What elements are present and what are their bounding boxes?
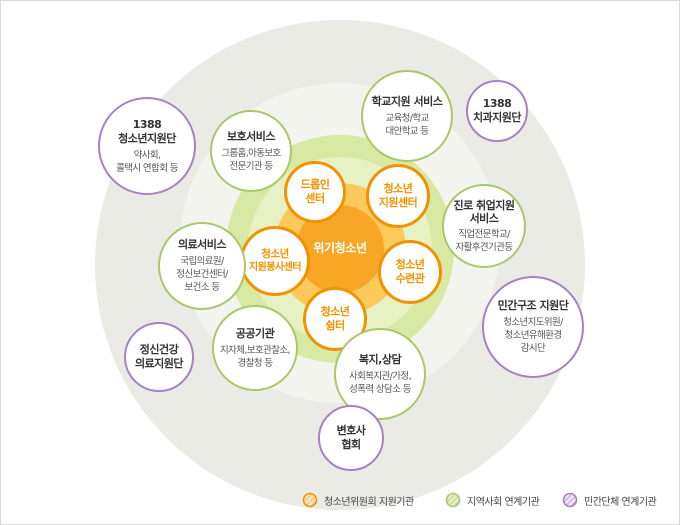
public-institutions-node[interactable]: 공공기관 지자체,보호관찰소, 경찰청 등 [212,305,298,391]
private-rescue-support-team-desc3: 감시단 [520,343,546,354]
medical-services-desc3: 보건소 등 [184,282,221,293]
legend-swatch-purple [562,492,578,508]
1388-dental-support-team-node[interactable]: 1388 치과지원단 [466,80,528,142]
protection-services-desc2: 전문기관 등 [229,160,273,172]
dream-center-node[interactable]: 드롭인 센터 [284,161,346,223]
youth-support-center-line1: 청소년 [383,182,413,195]
legend-label-community-link: 지역사회 연계기관 [467,496,540,508]
career-employment-services-title: 진로 취업지원 서비스 [453,198,515,225]
school-support-services-title: 학교지원 서비스 [371,94,443,108]
public-institutions-desc2: 경찰청 등 [237,357,274,369]
1388-dental-support-team-title1: 1388 [482,97,512,110]
protection-services-node[interactable]: 보호서비스 그룹홈,아동보호 전문기관 등 [210,110,292,192]
school-support-services-desc1: 교육청/학교 [385,112,429,124]
youth-counseling-welfare-center-line1: 청소년 [261,248,289,260]
1388-youth-support-team-desc2: 콜택시 연합회 등 [116,162,178,174]
youth-shelter-node[interactable]: 청소년 쉼터 [303,287,367,351]
private-rescue-support-team-node[interactable]: 민간구조 지원단 청소년지도위원/ 청소년유해환경 감시단 [482,276,584,378]
private-rescue-support-team-desc2: 청소년유해환경 [504,330,563,341]
youth-counseling-welfare-center-node[interactable]: 청소년 지원봉사센터 [240,226,310,296]
legend-swatch-green [445,492,461,508]
youth-training-center-line1: 청소년 [395,258,425,271]
private-rescue-support-team-desc1: 청소년지도위원/ [503,317,563,328]
lawyers-association-title2: 협회 [341,438,361,451]
career-employment-services-node[interactable]: 진로 취업지원 서비스 직업전문학교/ 자활후견기관등 [442,184,526,268]
1388-dental-support-team-title2: 치과지원단 [472,111,522,124]
youth-support-center-node[interactable]: 청소년 지원센터 [366,164,430,228]
center-node: 위기청소년 [300,234,380,260]
mental-health-medical-support-team-node[interactable]: 정신건강 의료지원단 [124,322,194,392]
welfare-counseling-node[interactable]: 복지,상담 사회복지관/가정, 성폭력 상담소 등 [334,328,426,420]
legend-swatch-orange [302,492,318,508]
career-employment-services-desc2: 자활후견기관등 [455,241,514,253]
dream-center-line1: 드롭인 [300,178,330,191]
youth-shelter-line1: 청소년 [320,305,350,318]
lawyers-association-node[interactable]: 변호사 협회 [318,405,384,471]
legend-item-private-link: 민간단체 연계기관 [562,491,657,509]
lawyers-association-title1: 변호사 [336,424,366,437]
medical-services-node[interactable]: 의료서비스 국립의료원/ 정신보건센터/ 보건소 등 [158,222,246,310]
1388-youth-support-team-desc1: 약사회, [133,149,161,161]
youth-shelter-line2: 쉼터 [325,319,345,332]
protection-services-desc1: 그룹홈,아동보호 [221,147,281,159]
center-label: 위기청소년 [313,240,367,255]
dream-center-line2: 센터 [305,192,325,205]
welfare-counseling-desc2: 성폭력 상담소 등 [349,383,411,395]
career-employment-services-desc1: 직업전문학교/ [458,228,510,240]
youth-training-center-line2: 수련관 [395,272,425,285]
mental-health-medical-support-team-title2: 의료지원단 [134,357,184,370]
medical-services-desc1: 국립의료원/ [180,256,224,267]
orange-core [296,205,384,293]
1388-youth-support-team-node[interactable]: 1388 청소년지원단 약사회, 콜택시 연합회 등 [98,97,196,195]
school-support-services-desc2: 대안학교 등 [385,125,429,137]
welfare-counseling-desc1: 사회복지관/가정, [348,370,412,382]
legend-item-youth-committee-support: 청소년위원회 지원기관 [302,491,414,509]
youth-support-center-line2: 지원센터 [378,196,418,209]
youth-counseling-welfare-center-line2: 지원봉사센터 [248,262,302,273]
1388-youth-support-team-title2: 청소년지원단 [118,131,176,145]
public-institutions-title: 공공기관 [235,326,275,340]
public-institutions-desc1: 지자체,보호관찰소, [220,344,291,356]
legend-item-community-link: 지역사회 연계기관 [445,491,540,509]
mental-health-medical-support-team-title1: 정신건강 [139,343,179,356]
school-support-services-node[interactable]: 학교지원 서비스 교육청/학교 대안학교 등 [361,70,453,162]
youth-training-center-node[interactable]: 청소년 수련관 [378,240,442,304]
welfare-counseling-title: 복지,상담 [358,352,402,366]
1388-youth-support-team-title1: 1388 [132,117,162,131]
protection-services-title: 보호서비스 [226,129,276,143]
legend-label-youth-committee-support: 청소년위원회 지원기관 [324,496,414,508]
legend-label-private-link: 민간단체 연계기관 [584,496,657,508]
private-rescue-support-team-title: 민간구조 지원단 [497,299,569,312]
medical-services-title: 의료서비스 [177,238,227,251]
medical-services-desc2: 정신보건센터/ [176,269,228,280]
